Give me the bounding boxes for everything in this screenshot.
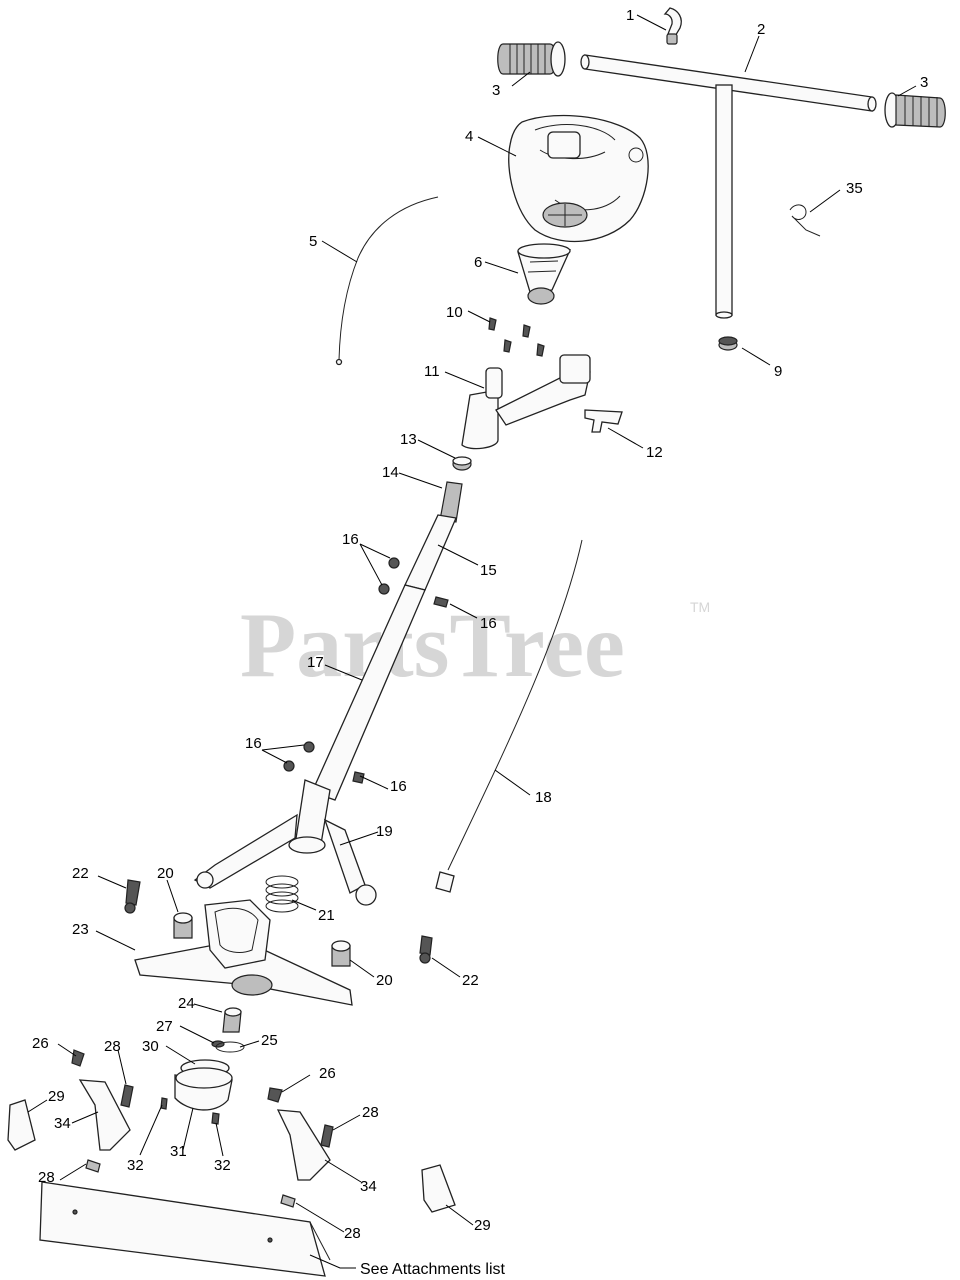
callout-14: 14: [382, 464, 399, 481]
part-14-drive-shaft-end[interactable]: [439, 481, 463, 523]
part-24-spindle[interactable]: [222, 1007, 242, 1033]
part-20-bushing-left[interactable]: [173, 912, 193, 939]
part-3-right-grip[interactable]: [884, 92, 946, 128]
callout-28-upper-right: 28: [362, 1104, 379, 1121]
callout-15: 15: [480, 562, 497, 579]
callout-21: 21: [318, 907, 335, 924]
callout-35: 35: [846, 180, 863, 197]
callout-32-left: 32: [127, 1157, 144, 1174]
callout-32-right: 32: [214, 1157, 231, 1174]
attachment-blade[interactable]: [39, 1181, 331, 1277]
callout-16-a: 16: [342, 531, 359, 548]
part-20-bushing-right[interactable]: [331, 940, 351, 967]
part-16-fasteners-lower[interactable]: [283, 741, 365, 784]
part-26-bolt-left[interactable]: [71, 1049, 85, 1067]
see-attachments-note: See Attachments list: [360, 1261, 506, 1278]
callout-16-d: 16: [390, 778, 407, 795]
callout-10: 10: [446, 304, 463, 321]
part-29-skid-right[interactable]: [421, 1164, 456, 1213]
callout-19: 19: [376, 823, 393, 840]
part-17-main-tube[interactable]: [311, 584, 426, 801]
callout-5: 5: [309, 233, 317, 250]
callout-4: 4: [465, 128, 473, 145]
callout-34-right: 34: [360, 1178, 377, 1195]
part-2-t-handle[interactable]: [580, 54, 877, 319]
part-34-bracket-left[interactable]: [78, 1079, 131, 1151]
callout-20-left: 20: [157, 865, 174, 882]
part-10-screws[interactable]: [488, 317, 545, 357]
part-22-bolt-right[interactable]: [419, 935, 433, 964]
part-11-engine-mount[interactable]: [461, 354, 591, 450]
part-13-bushing[interactable]: [452, 456, 472, 471]
callout-13: 13: [400, 431, 417, 448]
callout-11: 11: [424, 363, 440, 380]
part-25-ring[interactable]: [215, 1041, 245, 1053]
callout-31: 31: [170, 1143, 187, 1160]
callout-28-lower-left: 28: [38, 1169, 55, 1186]
callout-27: 27: [156, 1018, 173, 1035]
part-9-plug[interactable]: [718, 336, 738, 351]
part-28-screw-right[interactable]: [320, 1124, 334, 1148]
callout-labels: 1 2 3 3 4 5 6 10 9 11 12 13 14 15 16 16 …: [32, 7, 928, 1278]
callout-17: 17: [307, 654, 324, 671]
callout-26-right: 26: [319, 1065, 336, 1082]
callout-34-left: 34: [54, 1115, 71, 1132]
part-26-bolt-right[interactable]: [267, 1087, 283, 1103]
watermark-tm: TM: [690, 599, 710, 615]
part-1-throttle-trigger[interactable]: [663, 7, 682, 45]
part-19-wheel-bracket[interactable]: [193, 779, 377, 906]
callout-29-right: 29: [474, 1217, 491, 1234]
callout-30: 30: [142, 1038, 159, 1055]
part-34-bracket-right[interactable]: [276, 1109, 331, 1181]
callout-6: 6: [474, 254, 482, 271]
callout-20-right: 20: [376, 972, 393, 989]
part-18-flex-shaft[interactable]: [435, 539, 583, 893]
callout-16-b: 16: [480, 615, 497, 632]
part-28-plug-right[interactable]: [280, 1194, 296, 1208]
callout-12: 12: [646, 444, 663, 461]
part-21-spring[interactable]: [265, 875, 299, 913]
part-28-plug-left[interactable]: [85, 1159, 101, 1173]
callout-16-c: 16: [245, 735, 262, 752]
callout-25: 25: [261, 1032, 278, 1049]
part-3-left-grip[interactable]: [497, 41, 566, 77]
part-16-fasteners-upper[interactable]: [378, 557, 449, 608]
part-23-frame[interactable]: [134, 899, 353, 1006]
part-22-bolt-left[interactable]: [124, 879, 141, 914]
part-15-upper-tube[interactable]: [404, 514, 457, 591]
callout-22-left: 22: [72, 865, 89, 882]
part-5-throttle-cable[interactable]: [335, 196, 439, 366]
part-32-screws[interactable]: [160, 1097, 220, 1125]
callout-28-upper-left: 28: [104, 1038, 121, 1055]
callout-29-left: 29: [48, 1088, 65, 1105]
callout-2: 2: [757, 21, 765, 38]
leader-lines: [27, 14, 917, 1269]
callout-3-left: 3: [492, 82, 500, 99]
callout-3-right: 3: [920, 74, 928, 91]
part-35-clip[interactable]: [789, 204, 821, 237]
callout-23: 23: [72, 921, 89, 938]
callout-24: 24: [178, 995, 195, 1012]
callout-28-lower-right: 28: [344, 1225, 361, 1242]
callout-9: 9: [774, 363, 782, 380]
part-31-gear-housing[interactable]: [174, 1067, 233, 1111]
callout-22-right: 22: [462, 972, 479, 989]
callout-18: 18: [535, 789, 552, 806]
watermark: PartsTree: [240, 594, 625, 696]
part-28-screw-left[interactable]: [120, 1084, 134, 1108]
part-6-clutch-drum[interactable]: [517, 243, 572, 305]
part-12-knob[interactable]: [584, 409, 623, 433]
part-29-skid-left[interactable]: [7, 1099, 36, 1151]
callout-1: 1: [626, 7, 634, 24]
callout-26-left: 26: [32, 1035, 49, 1052]
part-4-engine[interactable]: [508, 114, 649, 243]
